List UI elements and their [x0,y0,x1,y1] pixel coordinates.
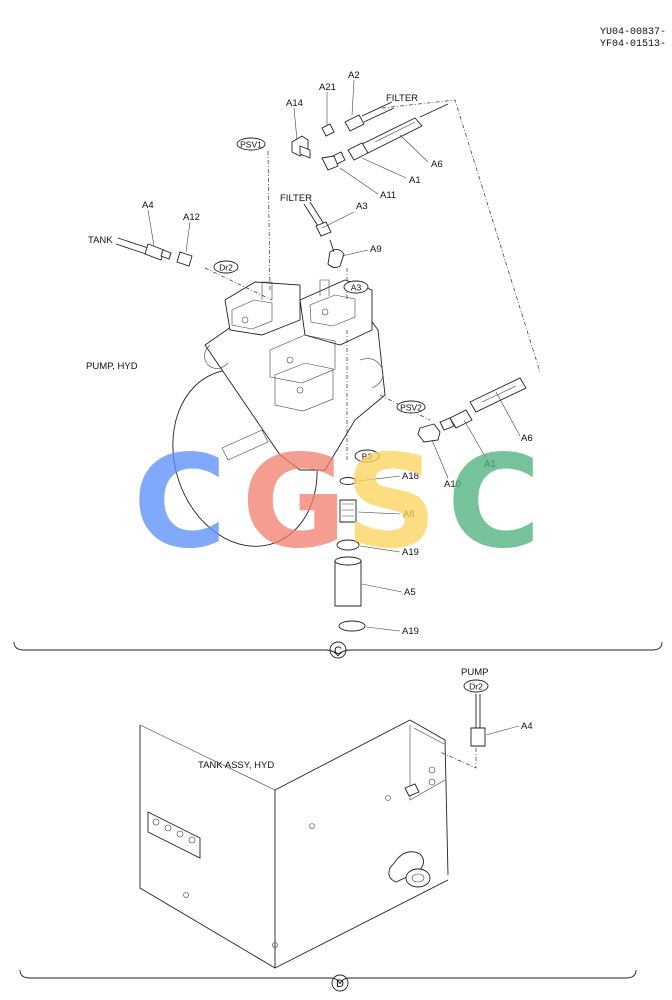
port-b3: B3 [362,452,373,462]
callout-a2: A2 [348,70,360,81]
label-filter-mid: FILTER [280,193,312,204]
callout-a18: A18 [402,471,419,482]
callout-a19-top: A19 [402,547,419,558]
section-d-bracket: D [19,969,637,992]
filter-line-mid [303,201,345,269]
section-c-marker: C [334,645,342,657]
callout-a3: A3 [356,201,368,212]
callout-a6-top: A6 [431,159,443,170]
callout-a5: A5 [404,587,416,598]
watermark: C G S C [133,428,541,577]
tank-line-top [115,237,193,267]
port-psv1: PSV1 [240,140,262,150]
label-tank: TANK [88,235,113,246]
tank-assembly-label: TANK ASSY, HYD [198,760,274,771]
port-labels: PSV1 Dr2 A3 PSV2 B3 [213,137,426,463]
label-pump: PUMP [461,667,488,678]
pump-body [172,279,386,547]
suction-stack [334,477,366,632]
callouts-c: A2 A21 FILTER A14 A6 A1 A11 FILTER A3 A9… [88,70,533,637]
leader-a4-bottom [485,725,520,736]
callout-a9: A9 [370,244,382,255]
watermark-letter-g: G [241,428,346,577]
watermark-letter-c2: C [447,428,541,577]
drain-hose-bottom [439,694,486,769]
callout-a6-right: A6 [521,433,533,444]
doc-code-1: YU04-00837- [600,27,666,38]
section-c-bracket: C [13,641,663,659]
port-psv2: PSV2 [400,403,422,413]
callout-a4-top: A4 [142,200,154,211]
callout-a1-top: A1 [409,175,421,186]
port-dr2-bottom-oval [463,679,489,693]
callout-a11: A11 [380,190,396,201]
port-dr2-top: Dr2 [219,263,233,273]
hose-top [321,103,449,171]
port-dr2-bottom: Dr2 [469,682,483,692]
callout-a21: A21 [319,82,336,93]
callout-a14: A14 [286,98,303,109]
watermark-letter-c1: C [133,428,227,577]
doc-code-2: YF04-01513- [600,39,666,50]
callout-a10: A10 [444,479,461,490]
tank-body [139,719,449,969]
label-filter-top: FILTER [386,93,418,104]
watermark-letter-s: S [345,428,437,577]
callout-a19-bottom: A19 [402,626,419,637]
port-a3: A3 [351,283,362,293]
callout-a1-right: A1 [484,459,496,470]
fittings-top [291,101,395,159]
callout-a4-bottom: A4 [521,721,533,732]
callout-a8: A8 [403,509,415,520]
pump-assembly-label: PUMP, HYD [86,361,138,372]
section-d-marker: D [336,978,344,990]
hose-right [417,377,527,443]
callout-a12: A12 [183,212,200,223]
